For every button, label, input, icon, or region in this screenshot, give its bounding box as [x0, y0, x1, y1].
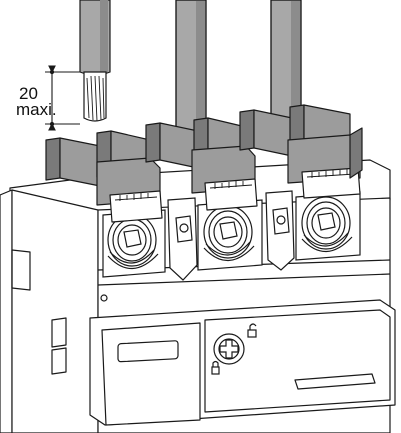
- cable-icon: [79, 0, 302, 156]
- dimension-suffix-label: maxi.: [16, 100, 57, 119]
- clamp-screw-icon: [102, 209, 166, 278]
- terminal-block-icon: [102, 190, 361, 281]
- rotary-lock-icon: [213, 333, 245, 365]
- clamp-screw-icon: [197, 199, 263, 271]
- dimension-value-label: 20: [19, 84, 38, 103]
- dimension-marker: [45, 65, 80, 131]
- padlock-closed-icon: [211, 360, 220, 375]
- clamp-screw-icon: [295, 191, 361, 261]
- phase-barrier-icon: [45, 104, 363, 223]
- breaker-body: [0, 159, 396, 433]
- padlock-open-icon: [247, 323, 257, 338]
